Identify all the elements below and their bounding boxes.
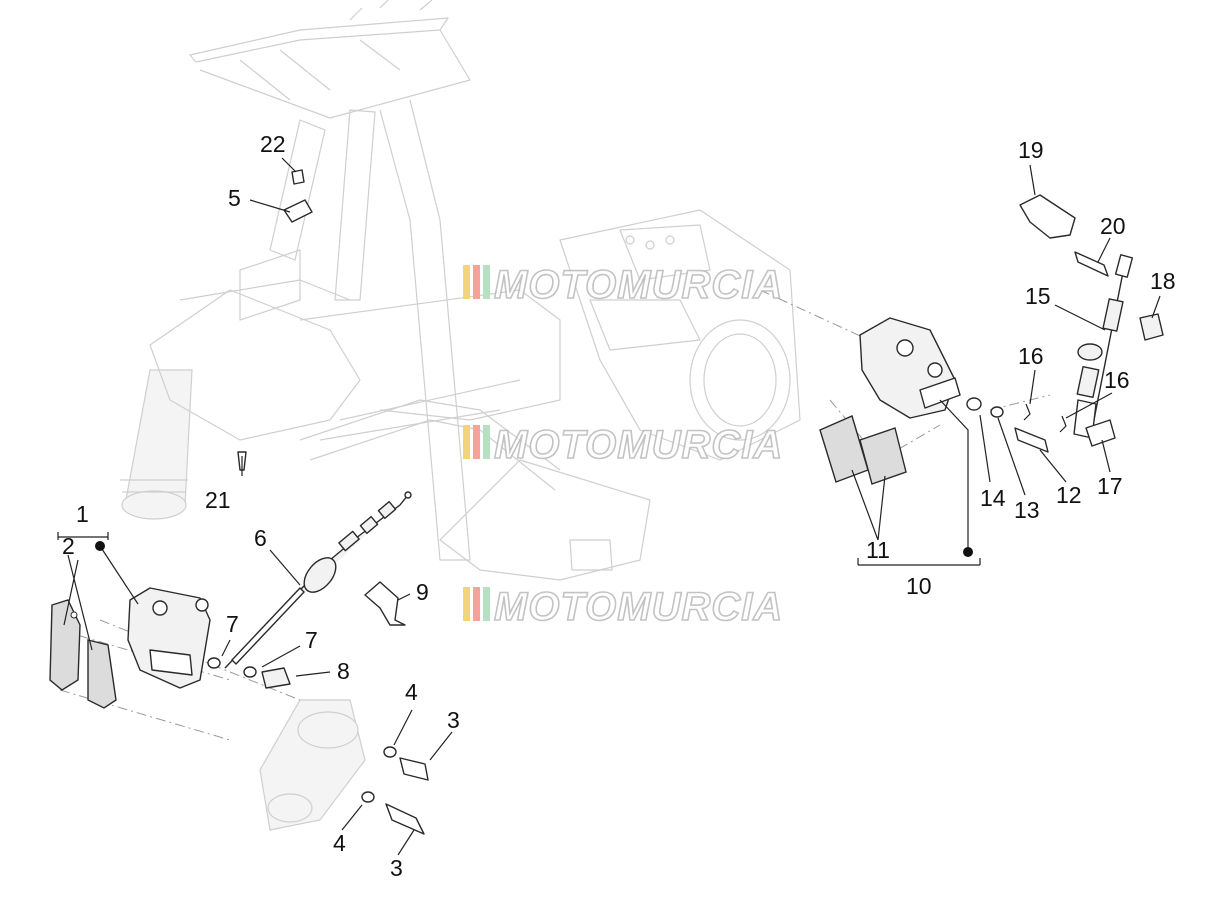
banjo-bolt [1085, 419, 1116, 447]
callout-13: 13 [1014, 497, 1040, 523]
fork-bracket-ghost [259, 699, 366, 831]
washer [383, 746, 397, 758]
front-brake-assembly [49, 169, 429, 835]
callout-21: 21 [205, 487, 231, 513]
scooter-frame-ghost [120, 0, 881, 581]
caliper-pin [1014, 427, 1049, 453]
callout-15: 15 [1025, 283, 1051, 309]
callout-7: 7 [226, 611, 239, 637]
callout-10: 10 [906, 573, 932, 599]
watermark: MOTOMURCIA MOTOMURCIA MOTOMURCIA [463, 262, 783, 630]
watermark-logo: MOTOMURCIA [463, 422, 783, 468]
pipe-clip [283, 199, 313, 223]
rear-brake-pads [819, 415, 907, 485]
front-brake-hose [224, 491, 412, 669]
washer [990, 406, 1004, 418]
bleed-cap [1139, 313, 1164, 341]
caliper-bolt [399, 757, 429, 781]
callout-2: 2 [62, 533, 75, 559]
callout-6: 6 [254, 525, 267, 551]
assembly-dot [95, 541, 105, 551]
caliper-bolt [385, 803, 425, 835]
hose-bracket [1019, 194, 1076, 239]
callout-12: 12 [1056, 482, 1082, 508]
callout-4: 4 [405, 679, 418, 705]
callout-17: 17 [1097, 473, 1123, 499]
callout-1: 1 [76, 501, 89, 527]
bleed-screw [261, 667, 291, 689]
callout-20: 20 [1100, 213, 1126, 239]
rear-brake-caliper [859, 317, 961, 419]
callout-7: 7 [305, 627, 318, 653]
leader-lines [57, 157, 1161, 856]
assembly-dot [963, 547, 973, 557]
callout-5: 5 [228, 185, 241, 211]
callout-19: 19 [1018, 137, 1044, 163]
callout-4: 4 [333, 830, 346, 856]
callout-labels: 1 2 3 3 4 4 5 6 7 7 8 9 10 11 12 13 14 1… [62, 131, 1176, 881]
callout-16: 16 [1104, 367, 1130, 393]
callout-14: 14 [980, 485, 1006, 511]
watermark-text: MOTOMURCIA [494, 585, 783, 629]
hose-clamp [364, 581, 406, 626]
callout-3: 3 [390, 855, 403, 881]
rear-brake-assembly [819, 194, 1164, 485]
watermark-logo: MOTOMURCIA [463, 262, 783, 308]
callout-18: 18 [1150, 268, 1176, 294]
watermark-logo: MOTOMURCIA [463, 584, 783, 630]
front-brake-caliper [127, 587, 211, 689]
washer [361, 791, 375, 803]
rear-brake-hose [1073, 254, 1134, 441]
callout-3: 3 [447, 707, 460, 733]
watermark-text: MOTOMURCIA [494, 263, 783, 307]
callout-16: 16 [1018, 343, 1044, 369]
watermark-text: MOTOMURCIA [494, 423, 783, 467]
washer [207, 657, 221, 669]
callout-22: 22 [260, 131, 286, 157]
callout-11: 11 [866, 537, 890, 563]
callout-9: 9 [416, 579, 429, 605]
screw [1074, 251, 1109, 277]
front-brake-pads [49, 599, 117, 709]
spring [1023, 403, 1031, 421]
spring [1059, 415, 1067, 433]
washer [966, 397, 982, 411]
washer [243, 666, 257, 678]
nut [291, 169, 305, 185]
callout-8: 8 [337, 658, 350, 684]
